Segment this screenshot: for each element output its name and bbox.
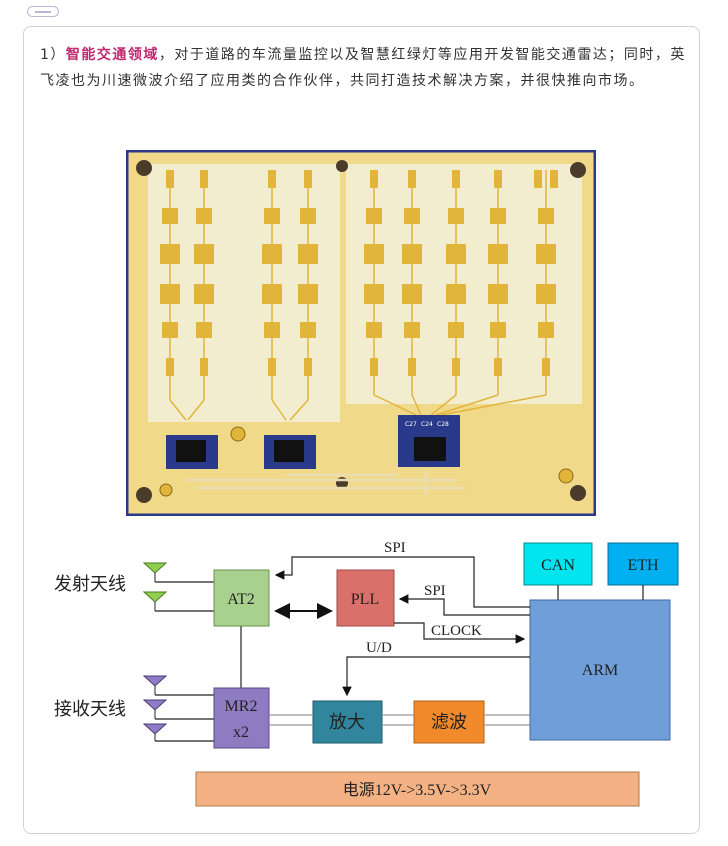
amplifier-block [312,700,383,744]
at2-label: AT2 [227,591,255,608]
eth-label: ETH [627,557,659,574]
mr2-label-line2: x2 [233,724,249,741]
mr2-label-line1: MR2 [225,698,258,715]
amplifier-label: 放大 [329,712,365,733]
highlight-term: 智能交通领域 [65,47,159,63]
arm-label: ARM [582,662,618,679]
eth-block [607,542,679,586]
mount-hole-icon [136,160,152,176]
spi-pll-label: SPI [424,583,446,599]
pll-label: PLL [351,591,379,608]
can-label: CAN [541,557,575,574]
arm-block [529,599,671,741]
chip-label-c24: C24 [421,421,433,428]
mr2-block [213,687,270,749]
filter-label: 滤波 [431,712,467,733]
mount-hole-icon [570,485,586,501]
chip-label-c28: C28 [437,421,449,428]
pll-block [336,569,395,627]
radar-pcb-photo: C27 C24 C28 [126,150,596,516]
mount-hole-icon [570,162,586,178]
at2-block [213,569,270,627]
paragraph-body: ，对于道路的车流量监控以及智慧红绿灯等应用开发智能交通雷达；同时，英飞凌也为川速… [40,47,686,89]
clock-label: CLOCK [431,623,482,639]
article-paragraph: 1）智能交通领域，对于道路的车流量监控以及智慧红绿灯等应用开发智能交通雷达；同时… [40,42,690,94]
power-label: 电源12V->3.5V->3.3V [343,781,492,799]
power-block [195,771,640,807]
rx-antenna-icon [142,675,168,741]
spi-top-label: SPI [384,540,406,556]
mount-hole-icon [136,487,152,503]
radar-block-diagram: 发射天线 接收天线 AT2 PLL MR2 x2 放大 滤波 ARM CAN E… [54,540,679,807]
paragraph-number: 1） [40,47,66,63]
collapse-pill-icon[interactable] [27,6,59,17]
ud-label: U/D [366,640,392,656]
tx-antenna-label: 发射天线 [54,574,126,595]
chip-label-c27: C27 [405,421,417,428]
filter-block [413,700,485,744]
rx-antenna-label: 接收天线 [54,699,126,720]
mount-hole-icon [336,160,348,172]
tx-antenna-icon [142,562,168,611]
